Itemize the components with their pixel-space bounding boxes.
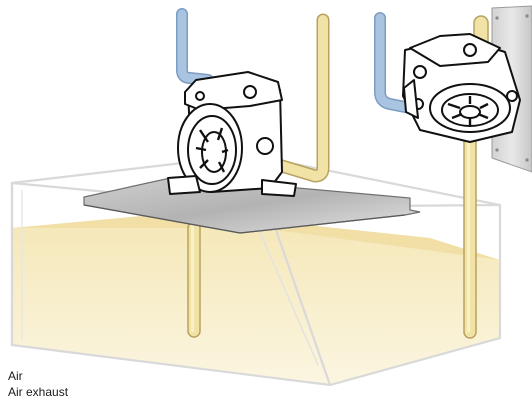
- right-pump: [402, 33, 521, 143]
- left-discharge-pipe: [255, 13, 330, 183]
- right-air-inlet-pipe: [374, 12, 416, 114]
- left-suction-pipe: [187, 221, 201, 338]
- right-suction-pipe: [463, 127, 477, 339]
- legend: Air Air exhaust: [8, 368, 68, 400]
- legend-air-exhaust-label: Air exhaust: [8, 385, 69, 399]
- legend-air-label: Air: [8, 369, 23, 383]
- tank-liquid: [12, 228, 500, 385]
- tank-liquid-surface: [12, 212, 500, 260]
- left-pump: [167, 71, 297, 197]
- left-air-inlet-pipe: [176, 8, 214, 86]
